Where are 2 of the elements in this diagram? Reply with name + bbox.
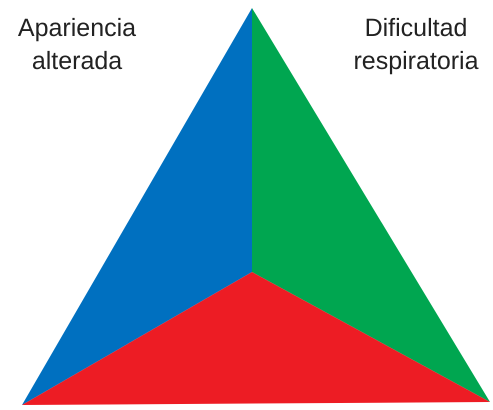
side-label: Apariencia alterada bbox=[16, 13, 138, 76]
side-label: Dificultad respiratoria bbox=[352, 13, 480, 76]
